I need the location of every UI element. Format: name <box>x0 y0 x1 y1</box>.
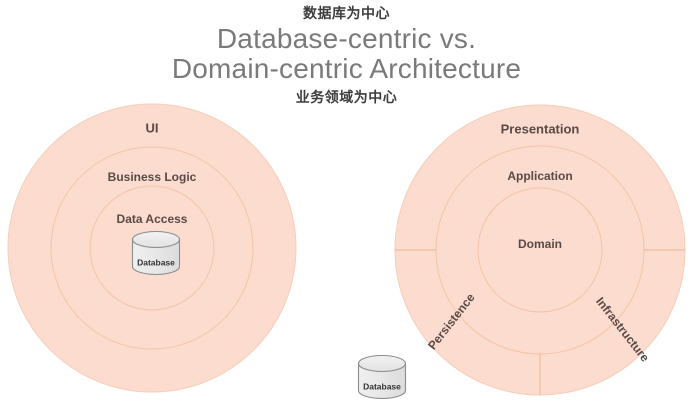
page-title-line-1: Database-centric vs. <box>216 23 477 54</box>
database-cylinder-left <box>131 230 181 276</box>
label-application: Application <box>507 169 572 183</box>
ring-domain <box>477 187 603 313</box>
subtitle-chinese-top: 数据库为中心 <box>303 5 390 21</box>
subtitle-chinese-bottom: 业务领域为中心 <box>295 89 398 105</box>
db-label-right: Database <box>363 381 401 391</box>
label-presentation: Presentation <box>501 121 580 136</box>
label-domain: Domain <box>518 237 562 251</box>
right-diagram-rings <box>394 104 686 396</box>
db-body-icon <box>131 238 181 276</box>
page-title: Database-centric vs. Domain-centric Arch… <box>0 24 693 84</box>
label-ui: UI <box>146 120 159 135</box>
title-block: 数据库为中心 Database-centric vs. Domain-centr… <box>0 0 693 106</box>
label-business-logic: Business Logic <box>108 170 197 184</box>
label-data-access: Data Access <box>117 212 188 226</box>
db-top-icon <box>357 354 407 373</box>
db-body-icon <box>357 362 407 400</box>
page-title-line-2: Domain-centric Architecture <box>171 53 522 84</box>
db-label-left: Database <box>137 257 175 267</box>
db-top-icon <box>131 230 181 249</box>
database-cylinder-right <box>357 354 407 400</box>
